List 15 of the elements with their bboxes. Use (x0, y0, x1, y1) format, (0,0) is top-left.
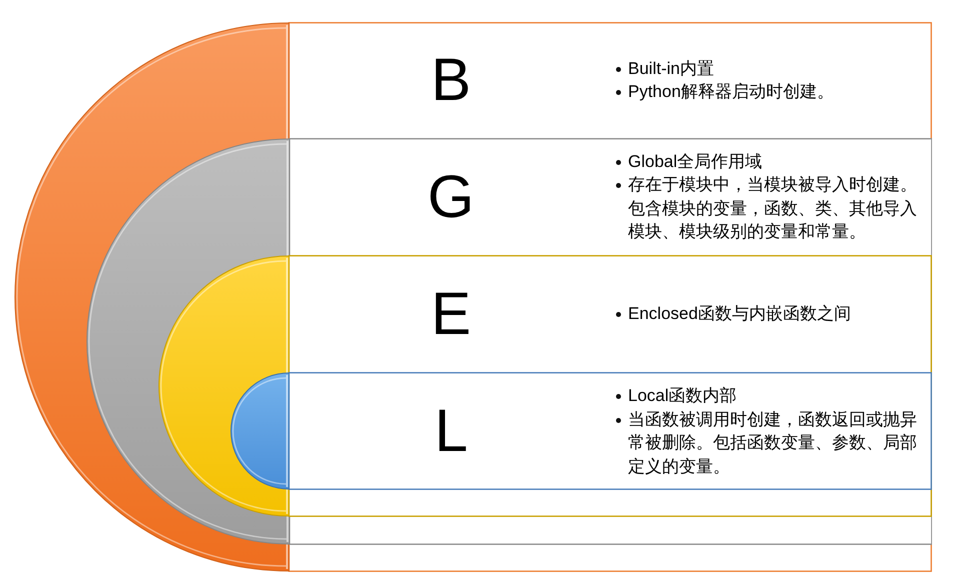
semicircle-panel (157, 255, 932, 517)
bullet-text: 存在于模块中，当模块被导入时创建。包含模块的变量，函数、类、其他导入模块、模块级别的变量和常量。 (628, 174, 918, 243)
bullet-text: Python解释器启动时创建。 (628, 81, 835, 103)
bullet-text: Enclosed函数与内嵌函数之间 (628, 302, 852, 324)
scope-letter: G (428, 166, 474, 226)
bullet-text: Built-in内置 (628, 58, 715, 80)
scope-letter: B (431, 50, 472, 110)
scope-letter: L (434, 401, 468, 461)
bullet-text: Global全局作用域 (628, 150, 764, 172)
bullet-text: 当函数被调用时创建，函数返回或抛异常被删除。包括函数变量、参数、局部定义的变量。 (628, 408, 918, 478)
bullet-text: Local函数内部 (628, 385, 738, 407)
semicircle-panel (84, 138, 932, 545)
scope-letter: E (431, 284, 472, 344)
semicircle-panel (229, 372, 932, 490)
semicircle-panel (13, 22, 932, 572)
